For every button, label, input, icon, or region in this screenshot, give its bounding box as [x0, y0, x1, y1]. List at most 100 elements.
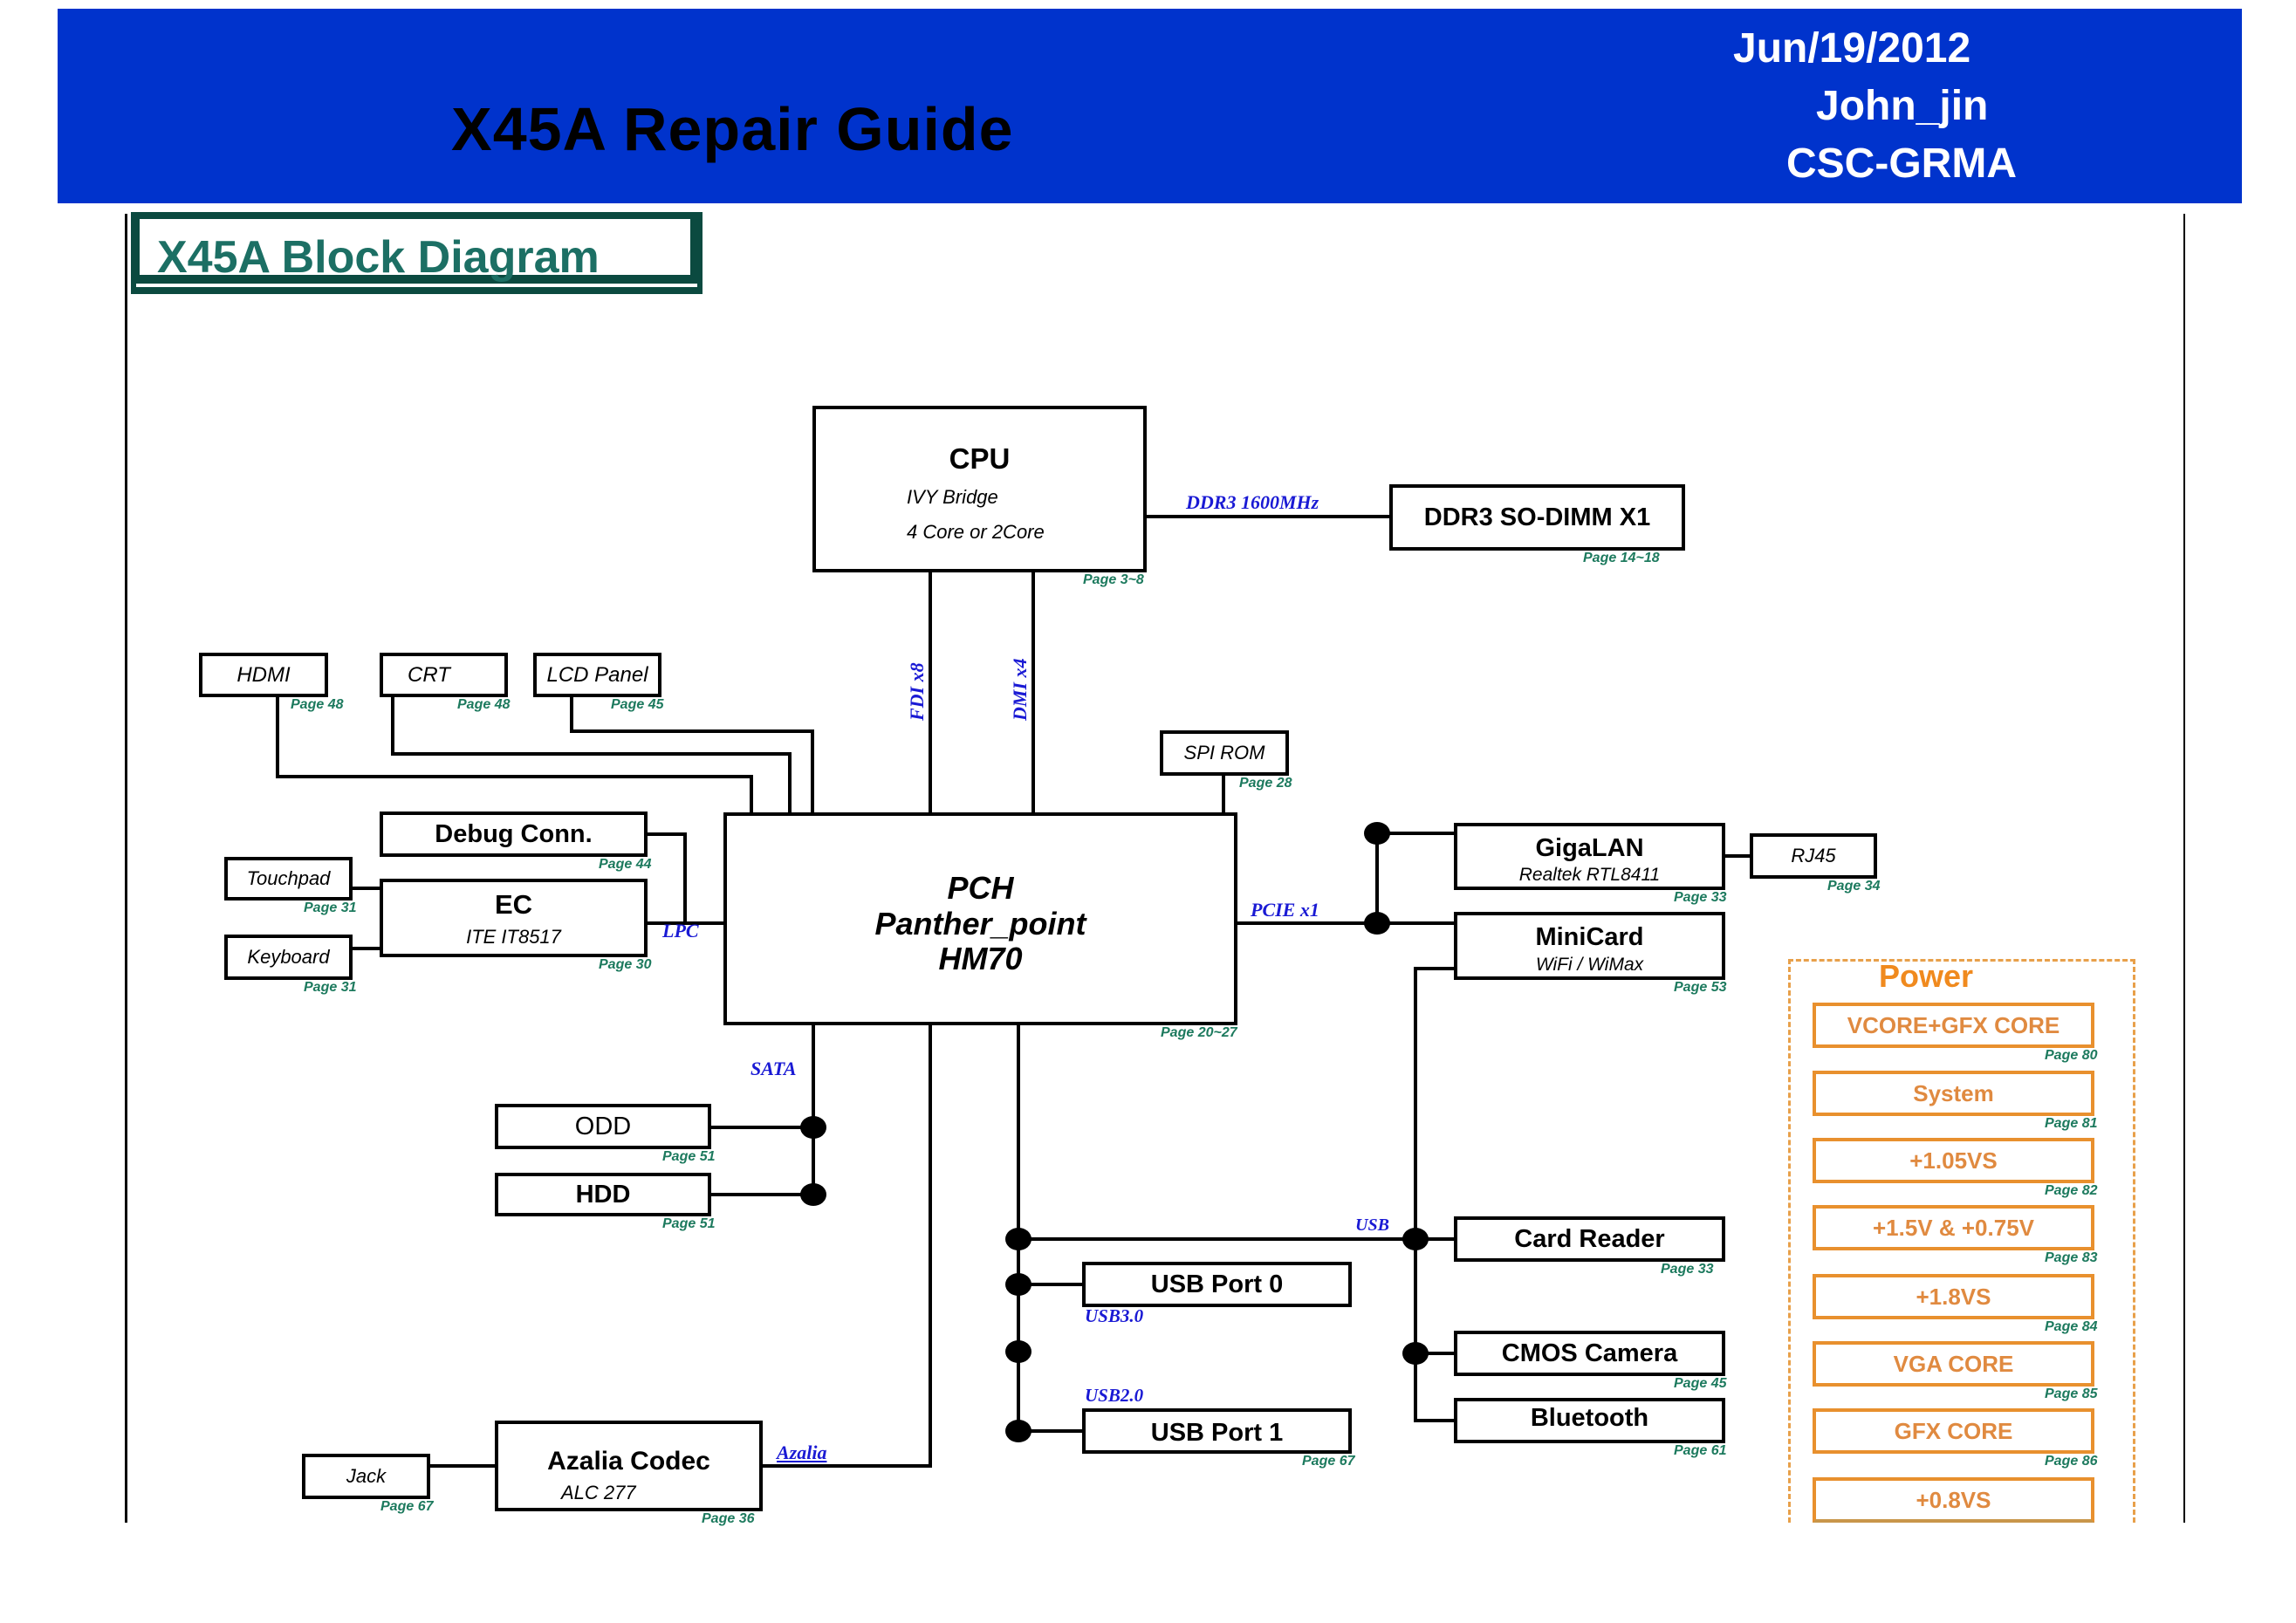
hdd-block: HDD	[495, 1173, 711, 1216]
crt-label: CRT	[408, 663, 450, 687]
odd-label: ODD	[574, 1113, 632, 1140]
junction-dot	[1005, 1340, 1031, 1363]
minicard-label: MiniCard	[1535, 923, 1644, 951]
page-frame-right	[2183, 214, 2185, 1523]
header-org: CSC-GRMA	[1786, 140, 2017, 187]
wire-hdmi	[276, 697, 753, 812]
power-item-label: VCORE+GFX CORE	[1847, 1012, 2060, 1038]
bus-label-usb2: USB2.0	[1085, 1385, 1144, 1406]
odd-block: ODD	[495, 1104, 711, 1149]
bus-label-dmi: DMI x4	[1009, 658, 1031, 721]
wire-azalia	[763, 1025, 932, 1468]
pch-line2: Panther_point	[874, 906, 1086, 942]
junction-dot	[1005, 1228, 1031, 1250]
diagram-title-stripe	[136, 284, 697, 287]
lcd-block: LCD Panel	[533, 653, 661, 697]
usb-port-1-page: Page 67	[1302, 1454, 1355, 1469]
header-author: John_jin	[1816, 83, 1989, 129]
bus-label-lpc: LPC	[662, 920, 699, 942]
power-item-page: Page 84	[2045, 1319, 2098, 1334]
bus-label-fdi: FDI x8	[906, 662, 928, 721]
gigalan-page: Page 33	[1674, 890, 1727, 905]
pch-block: PCH Panther_point HM70	[723, 812, 1237, 1025]
keyboard-page: Page 31	[304, 980, 357, 995]
azalia-codec-sub: ALC 277	[561, 1482, 636, 1503]
spi-rom-label: SPI ROM	[1183, 742, 1265, 764]
power-section	[1788, 959, 2135, 1523]
ec-page: Page 30	[599, 957, 652, 972]
hdmi-block: HDMI	[199, 653, 328, 697]
lcd-label: LCD Panel	[546, 663, 648, 687]
gigalan-sub: Realtek RTL8411	[1518, 865, 1661, 885]
power-item: +1.8VS	[1813, 1274, 2094, 1319]
azalia-codec-page: Page 36	[702, 1511, 755, 1526]
power-item-label: +0.8VS	[1916, 1487, 1991, 1513]
hdd-page: Page 51	[662, 1216, 716, 1231]
diagram-title-box: X45A Block Diagram	[131, 212, 703, 294]
cpu-label: CPU	[949, 442, 1011, 475]
debug-conn-label: Debug Conn.	[435, 820, 593, 848]
crt-page: Page 48	[457, 697, 511, 712]
ddr-block: DDR3 SO-DIMM X1	[1389, 484, 1685, 551]
minicard-page: Page 53	[1674, 980, 1727, 995]
card-reader-block: Card Reader	[1454, 1216, 1725, 1262]
hdmi-page: Page 48	[291, 697, 344, 712]
junction-dot	[1402, 1228, 1429, 1250]
junction-dot	[800, 1183, 826, 1206]
power-item: System	[1813, 1071, 2094, 1116]
cpu-block: CPU IVY Bridge 4 Core or 2Core	[812, 406, 1147, 572]
usb-port-1-block: USB Port 1	[1082, 1408, 1352, 1454]
usb-port-0-block: USB Port 0	[1082, 1262, 1352, 1307]
cmos-camera-block: CMOS Camera	[1454, 1331, 1725, 1376]
hdmi-label: HDMI	[236, 663, 291, 687]
junction-dot	[1402, 1342, 1429, 1365]
header-banner	[58, 9, 2242, 203]
jack-label: Jack	[346, 1465, 387, 1487]
power-item: VCORE+GFX CORE	[1813, 1003, 2094, 1048]
junction-dot	[1364, 822, 1390, 845]
junction-dot	[1005, 1420, 1031, 1442]
power-item-label: GFX CORE	[1894, 1418, 2013, 1444]
wire-crt	[391, 697, 792, 812]
odd-page: Page 51	[662, 1149, 716, 1164]
rj45-label: RJ45	[1791, 845, 1836, 866]
card-reader-label: Card Reader	[1514, 1225, 1665, 1253]
pch-line1: PCH	[947, 870, 1014, 906]
cpu-line1: IVY Bridge	[907, 486, 998, 508]
gigalan-label: GigaLAN	[1535, 834, 1644, 862]
jack-page: Page 67	[380, 1499, 434, 1514]
diagram-title: X45A Block Diagram	[157, 232, 600, 283]
power-item-page: Page 86	[2045, 1454, 2098, 1469]
bluetooth-label: Bluetooth	[1530, 1404, 1649, 1432]
bluetooth-block: Bluetooth	[1454, 1398, 1725, 1443]
power-item-page: Page 83	[2045, 1250, 2098, 1265]
wire-debug	[648, 832, 687, 923]
junction-dot	[1364, 912, 1390, 935]
cpu-line2: 4 Core or 2Core	[907, 521, 1045, 543]
bus-label-pcie: PCIE x1	[1251, 899, 1319, 921]
ec-label: EC	[494, 889, 533, 920]
azalia-codec-label: Azalia Codec	[547, 1447, 710, 1476]
bus-label-usb: USB	[1355, 1216, 1389, 1235]
power-item-label: VGA CORE	[1893, 1351, 2014, 1377]
junction-dot	[1005, 1273, 1031, 1296]
ec-sub: ITE IT8517	[466, 926, 561, 948]
bus-label-sata: SATA	[750, 1058, 797, 1079]
power-item-label: System	[1913, 1080, 1994, 1106]
spi-rom-block: SPI ROM	[1160, 730, 1289, 776]
usb-port-0-label: USB Port 0	[1150, 1270, 1284, 1298]
rj45-page: Page 34	[1827, 879, 1881, 894]
usb-port-1-label: USB Port 1	[1150, 1419, 1284, 1447]
debug-conn-block: Debug Conn.	[380, 812, 648, 857]
power-item: +1.5V & +0.75V	[1813, 1205, 2094, 1250]
power-item-page: Page 85	[2045, 1387, 2098, 1401]
keyboard-block: Keyboard	[224, 935, 353, 980]
azalia-codec-block: Azalia Codec ALC 277	[495, 1421, 763, 1511]
cmos-camera-label: CMOS Camera	[1501, 1339, 1678, 1367]
ddr-label: DDR3 SO-DIMM X1	[1423, 503, 1651, 531]
power-item: +1.05VS	[1813, 1138, 2094, 1183]
power-item-page: Page 80	[2045, 1048, 2098, 1063]
spi-rom-page: Page 28	[1239, 776, 1292, 791]
cpu-page: Page 3~8	[1083, 572, 1144, 587]
